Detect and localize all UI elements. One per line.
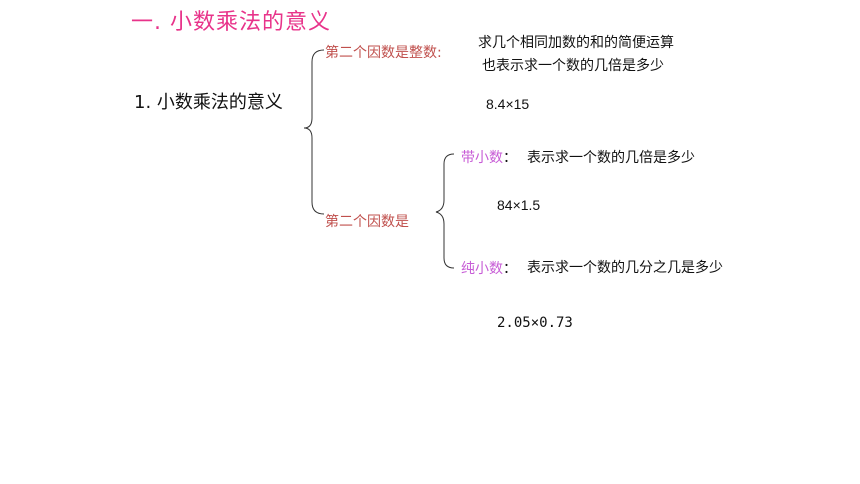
main-topic: 1. 小数乘法的意义 (134, 92, 283, 113)
pure-decimal-example: 2.05×0.73 (497, 315, 573, 331)
pure-decimal-separator: ： (503, 261, 517, 277)
decimal-brace (435, 153, 455, 269)
mixed-decimal-label-text: 带小数 (461, 150, 503, 166)
integer-case-label-text: 第二个因数是整数 (325, 45, 437, 61)
page-title: 一. 小数乘法的意义 (131, 10, 331, 35)
decimal-case-label: 第二个因数是 (325, 214, 409, 230)
mixed-decimal-example: 84×1.5 (497, 197, 541, 213)
main-brace (303, 49, 325, 215)
integer-case-label: 第二个因数是整数: (325, 42, 442, 62)
mixed-decimal-meaning: 表示求一个数的几倍是多少 (527, 150, 695, 166)
mixed-decimal-separator: ： (503, 150, 517, 166)
pure-decimal-label-text: 纯小数 (461, 261, 503, 277)
integer-meaning-sum: 求几个相同加数的和的简便运算 (478, 35, 674, 51)
mixed-decimal-label: 带小数： (461, 147, 517, 167)
integer-meaning-times: 也表示求一个数的几倍是多少 (482, 58, 664, 74)
pure-decimal-label: 纯小数： (461, 258, 517, 278)
integer-example: 8.4×15 (486, 96, 530, 112)
pure-decimal-meaning: 表示求一个数的几分之几是多少 (527, 260, 723, 276)
integer-case-separator: : (437, 45, 442, 61)
